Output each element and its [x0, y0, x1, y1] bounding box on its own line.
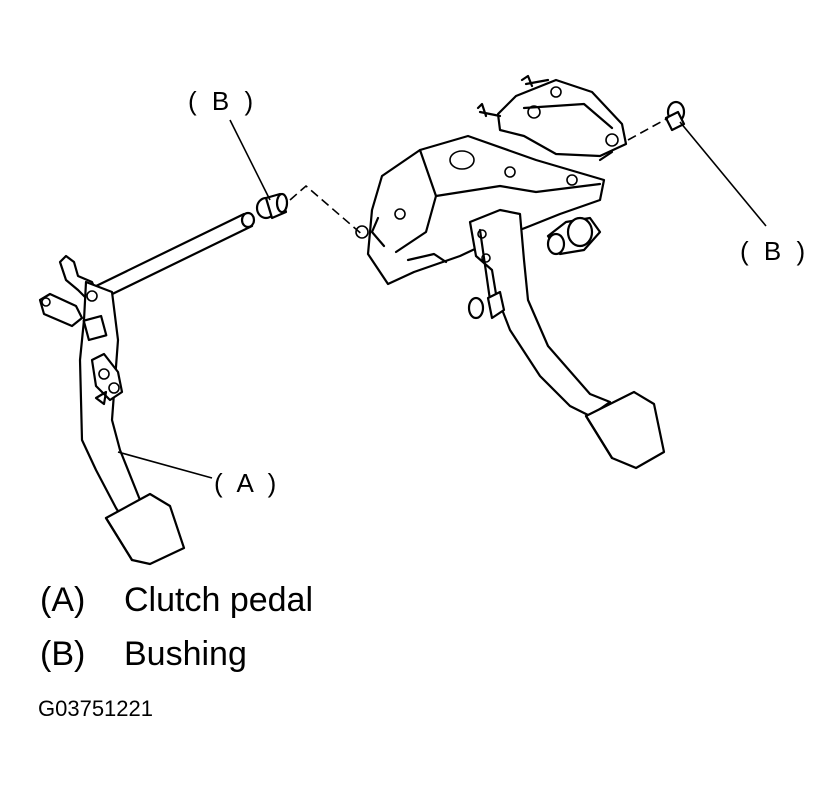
- pedal-bracket: [355, 74, 666, 470]
- callout-b-top: ( B ): [188, 86, 257, 116]
- bushing-right: [664, 100, 686, 132]
- legend-label-a: Clutch pedal: [124, 581, 314, 619]
- leader-a: [117, 451, 213, 479]
- install-path-right: [627, 117, 669, 141]
- bushing-left: [255, 192, 289, 220]
- legend-key-b: (B): [40, 635, 86, 673]
- legend-item-a: (A) Clutch pedal: [40, 580, 313, 620]
- callout-a: ( A ): [214, 468, 280, 498]
- leader-b-right: [679, 121, 767, 227]
- clutch-pedal: [38, 211, 256, 566]
- leader-b-top: [229, 119, 271, 201]
- legend-label-b: Bushing: [124, 635, 247, 673]
- install-path-left: [289, 184, 365, 237]
- figure-id: G03751221: [38, 696, 153, 721]
- legend-key-a: (A): [40, 581, 86, 619]
- legend-item-b: (B) Bushing: [40, 634, 247, 674]
- callout-b-right: ( B ): [740, 236, 809, 266]
